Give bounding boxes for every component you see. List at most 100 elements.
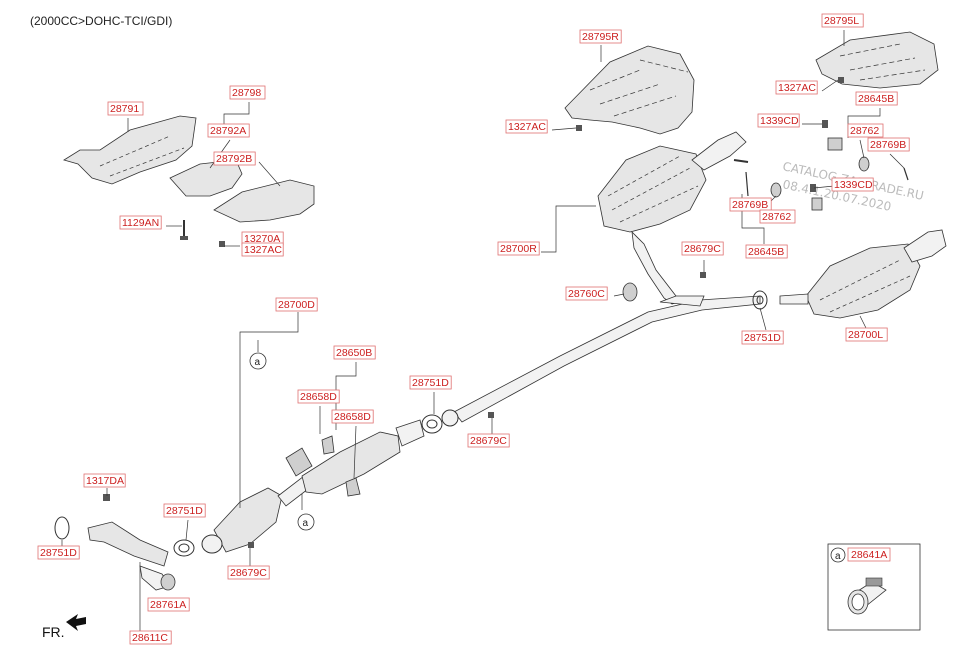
hanger-rubber-28762a	[770, 182, 782, 198]
part-code-text: 28751D	[40, 547, 77, 559]
part-code-text: 28751D	[412, 377, 449, 389]
part-code-text: 28751D	[744, 332, 781, 344]
part-code-text: 28792A	[210, 125, 246, 137]
legend-box-28641A: a 28641A	[827, 543, 921, 631]
part-code-text: 28769B	[732, 199, 768, 211]
part-labels: 28795R 28795L 1327AC 1327AC 28645B 1339CD 2876…	[37, 13, 910, 645]
part-code-text: 28769B	[870, 139, 906, 151]
nut-1327AC-l	[838, 77, 844, 83]
part-label-1327ac-a: 1327AC	[505, 119, 548, 134]
callout-a-upper: a	[249, 352, 267, 370]
part-code-text: 1129AN	[122, 217, 159, 229]
part-code-text: 28791	[110, 103, 139, 115]
part-code-text: 28760C	[568, 288, 605, 300]
hanger-rubber-28760C	[622, 282, 638, 302]
front-indicator: FR.	[42, 624, 65, 640]
legend-circle-letter: a	[835, 551, 841, 562]
part-label-28769b-a: 28769B	[867, 137, 910, 152]
front-pipe-28611C	[87, 521, 171, 591]
gasket-28751D-mid	[173, 539, 195, 557]
part-code-text: 1317DA	[86, 475, 124, 487]
part-label-28792b: 28792B	[213, 151, 256, 166]
part-label-1339cd-a: 1339CD	[757, 113, 800, 128]
part-code-text: 1327AC	[778, 82, 816, 94]
part-label-28611c: 28611C	[129, 630, 172, 645]
rear-muffler-left	[779, 229, 947, 319]
bolt-28769B	[733, 159, 909, 197]
part-code-text: 28645B	[858, 93, 894, 105]
nut-1317DA	[103, 494, 110, 501]
nut-1327AC-left	[219, 241, 225, 247]
part-code-text: 28645B	[748, 246, 784, 258]
part-code-text: 28762	[850, 125, 879, 137]
bolt-1129AN	[180, 220, 188, 240]
part-code-text: 28798	[232, 87, 261, 99]
part-label-28751d-b: 28751D	[409, 375, 452, 390]
heat-shield-28791	[63, 115, 197, 185]
part-label-28761a: 28761A	[147, 597, 190, 612]
part-code-text: 28795L	[824, 15, 859, 27]
rear-muffler-right	[597, 131, 747, 305]
part-label-28795l: 28795L	[821, 13, 864, 28]
part-label-28700d: 28700D	[275, 297, 318, 312]
front-arrow-icon	[66, 614, 86, 631]
svg-text:a: a	[303, 518, 309, 529]
part-code-text: 28751D	[166, 505, 203, 517]
part-label-1327ac-b: 1327AC	[775, 80, 818, 95]
callout-a-lower: a	[297, 513, 315, 531]
hanger-rubber-28761A	[160, 573, 176, 591]
part-label-28792a: 28792A	[207, 123, 250, 138]
part-label-28791: 28791	[107, 101, 144, 116]
part-label-28769b-b: 28769B	[729, 197, 772, 212]
part-code-text: 1339CD	[760, 115, 799, 127]
part-code-text: 28762	[762, 211, 791, 223]
part-label-28798: 28798	[229, 85, 266, 100]
part-label-1327ac-c: 1327AC	[241, 242, 284, 257]
nut-1327AC-r	[576, 125, 582, 131]
part-code-text: 28658D	[300, 391, 337, 403]
part-code-text: 28679C	[470, 435, 507, 447]
part-code-text: 28611C	[132, 632, 168, 644]
gasket-28751D-front	[54, 516, 70, 540]
svg-text:a: a	[255, 357, 261, 368]
heat-shield-28795L	[815, 31, 939, 89]
part-label-28679c-b: 28679C	[467, 433, 510, 448]
pipe-clamp-icon	[847, 577, 887, 615]
part-label-28751d-c: 28751D	[163, 503, 206, 518]
part-code-text: 28700D	[278, 299, 315, 311]
part-label-28658d-a: 28658D	[297, 389, 340, 404]
part-label-28762-b: 28762	[759, 209, 796, 224]
legend-part-code: 28641A	[851, 549, 887, 561]
part-label-28795r: 28795R	[579, 29, 622, 44]
part-code-text: 28761A	[150, 599, 186, 611]
engine-note: (2000CC>DOHC-TCI/GDI)	[30, 14, 173, 28]
part-label-28762-a: 28762	[847, 123, 884, 138]
part-code-text: 1327AC	[244, 244, 282, 256]
part-code-text: 28658D	[334, 411, 371, 423]
part-label-28700l: 28700L	[845, 327, 888, 342]
part-label-28645b-a: 28645B	[855, 91, 898, 106]
bracket-28645B	[811, 137, 843, 211]
heat-shield-28792B	[213, 179, 315, 223]
part-code-text: 1327AC	[508, 121, 546, 133]
gasket-28751D-center	[421, 414, 443, 434]
part-label-13270a: 13270A	[241, 231, 284, 246]
part-code-text: 1339CD	[834, 179, 873, 191]
part-label-1317da: 1317DA	[83, 473, 126, 488]
hanger-rubber-28762b	[858, 156, 870, 172]
part-label-28760c: 28760C	[565, 286, 608, 301]
part-label-28650b: 28650B	[333, 345, 376, 360]
flange-ring	[201, 409, 459, 554]
part-label-28751d-a: 28751D	[741, 330, 784, 345]
heat-shield-28792A	[169, 159, 243, 197]
nut-28679C	[248, 272, 706, 548]
part-code-text: 28795R	[582, 31, 619, 43]
part-code-text: 28679C	[684, 243, 721, 255]
part-label-1129an: 1129AN	[119, 215, 162, 230]
part-code-text: 28650B	[336, 347, 372, 359]
part-code-text: 13270A	[244, 233, 280, 245]
part-label-1339cd-b: 1339CD	[831, 177, 874, 192]
part-code-text: 28679C	[230, 567, 267, 579]
part-label-28679c-c: 28679C	[227, 565, 270, 580]
